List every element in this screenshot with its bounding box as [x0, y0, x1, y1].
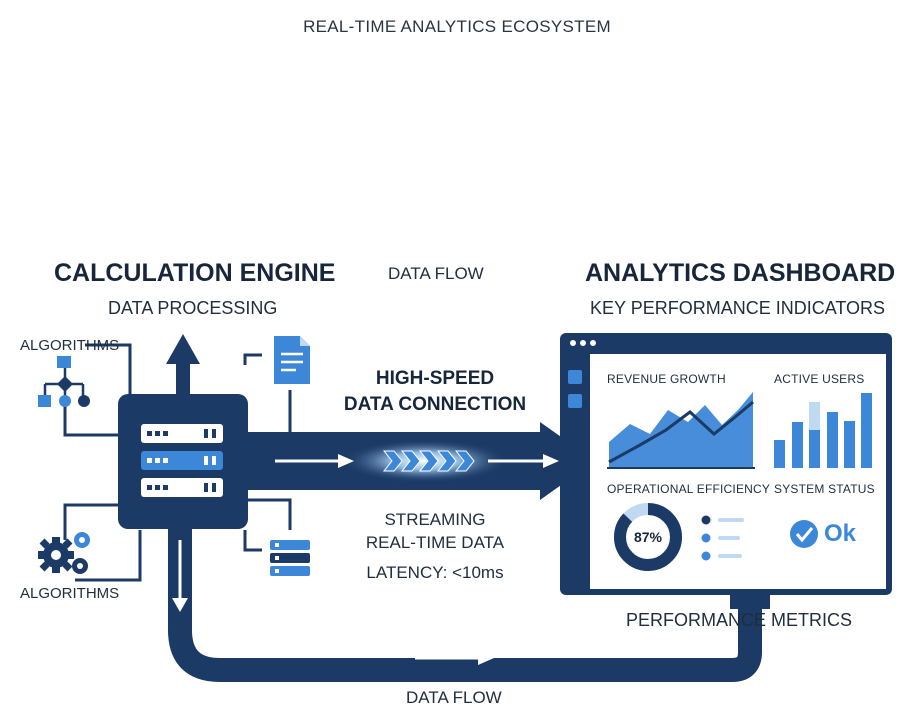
return-flow-pipe — [168, 528, 762, 682]
engine-title: CALCULATION ENGINE — [54, 259, 336, 287]
efficiency-value: 87% — [633, 529, 663, 545]
streaming-line2: REAL-TIME DATA — [365, 533, 505, 552]
server-stack-icon — [141, 424, 223, 497]
latency-text: LATENCY: <10ms — [366, 563, 504, 582]
beam-arrow-right-icon — [488, 454, 559, 468]
monitor-stand — [730, 595, 770, 609]
data-flow-label-top: DATA FLOW — [388, 264, 484, 283]
active-users-chart — [774, 393, 872, 468]
system-status-label: SYSTEM STATUS — [774, 482, 875, 496]
operational-efficiency-label: OPERATIONAL EFFICIENCY — [607, 482, 771, 496]
efficiency-legend — [701, 515, 744, 561]
data-flow-label-bottom: DATA FLOW — [406, 688, 502, 707]
streaming-chevrons-icon — [382, 450, 475, 472]
connection-title-line2: DATA CONNECTION — [343, 394, 527, 415]
performance-metrics-label: PERFORMANCE METRICS — [626, 610, 853, 630]
streaming-text: STREAMING REAL-TIME DATA — [335, 508, 535, 554]
dashboard-subtitle: KEY PERFORMANCE INDICATORS — [590, 298, 886, 318]
beam-arrow-left-icon — [275, 454, 354, 468]
connection-title: HIGH-SPEED DATA CONNECTION — [330, 366, 540, 418]
active-users-label: ACTIVE USERS — [774, 372, 865, 386]
efficiency-donut-chart — [614, 503, 682, 571]
revenue-growth-label: REVENUE GROWTH — [607, 372, 726, 386]
algorithm-tree-icon — [38, 356, 90, 407]
revenue-growth-chart — [607, 392, 755, 469]
status-value: Ok — [824, 520, 857, 547]
document-icon — [274, 336, 310, 384]
dashboard-title: ANALYTICS DASHBOARD — [585, 259, 896, 287]
streaming-line1: STREAMING — [384, 510, 486, 529]
database-icon — [270, 540, 310, 576]
engine-subtitle: DATA PROCESSING — [108, 298, 278, 318]
gears-icon — [38, 532, 90, 574]
status-check-icon — [790, 520, 818, 548]
output-up-arrow-icon — [166, 334, 200, 398]
streaming-glow — [340, 439, 510, 483]
page-title: REAL-TIME ANALYTICS ECOSYSTEM — [303, 17, 611, 36]
down-arrow-icon — [172, 540, 188, 612]
bottom-flow-arrow-icon — [415, 651, 494, 665]
algorithms-label-bottom: ALGORITHMS — [20, 585, 120, 602]
connection-title-line1: HIGH-SPEED — [375, 368, 495, 389]
algorithms-label-top: ALGORITHMS — [20, 337, 120, 354]
